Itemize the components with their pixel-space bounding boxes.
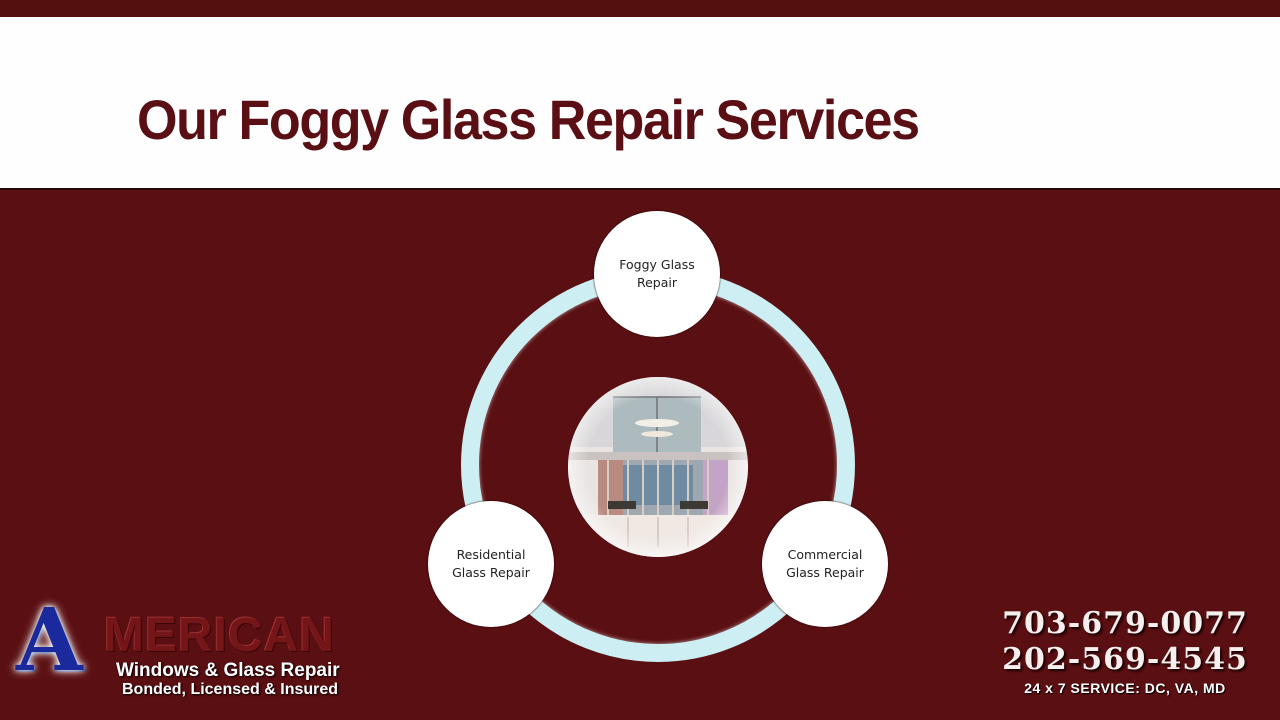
logo-wordmark: MERICAN [104, 609, 335, 662]
contact-block: 703-679-0077 202-569-4545 24 x 7 SERVICE… [990, 606, 1260, 698]
top-accent-bar [0, 0, 1280, 17]
phone-number-primary: 703-679-0077 [1002, 606, 1248, 641]
phone-number-secondary: 202-569-4545 [1002, 642, 1248, 677]
photo-vignette [568, 377, 748, 557]
slide-title: Our Foggy Glass Repair Services [137, 88, 920, 151]
node-label: Residential Glass Repair [452, 547, 530, 580]
node-commercial-glass-repair: Commercial Glass Repair [762, 501, 888, 627]
service-area-note: 24 x 7 SERVICE: DC, VA, MD [1024, 680, 1226, 696]
logo-initial: A [16, 590, 83, 691]
title-band: Our Foggy Glass Repair Services [0, 17, 1280, 190]
logo-tagline: Windows & Glass Repair [116, 660, 340, 681]
node-label: Commercial Glass Repair [786, 547, 864, 580]
company-logo: A MERICAN Windows & Glass Repair Bonded,… [10, 598, 410, 708]
node-residential-glass-repair: Residential Glass Repair [428, 501, 554, 627]
logo-subtagline: Bonded, Licensed & Insured [122, 681, 339, 698]
node-label: Foggy Glass Repair [619, 257, 695, 290]
node-foggy-glass-repair: Foggy Glass Repair [594, 211, 720, 337]
center-photo [568, 377, 748, 557]
